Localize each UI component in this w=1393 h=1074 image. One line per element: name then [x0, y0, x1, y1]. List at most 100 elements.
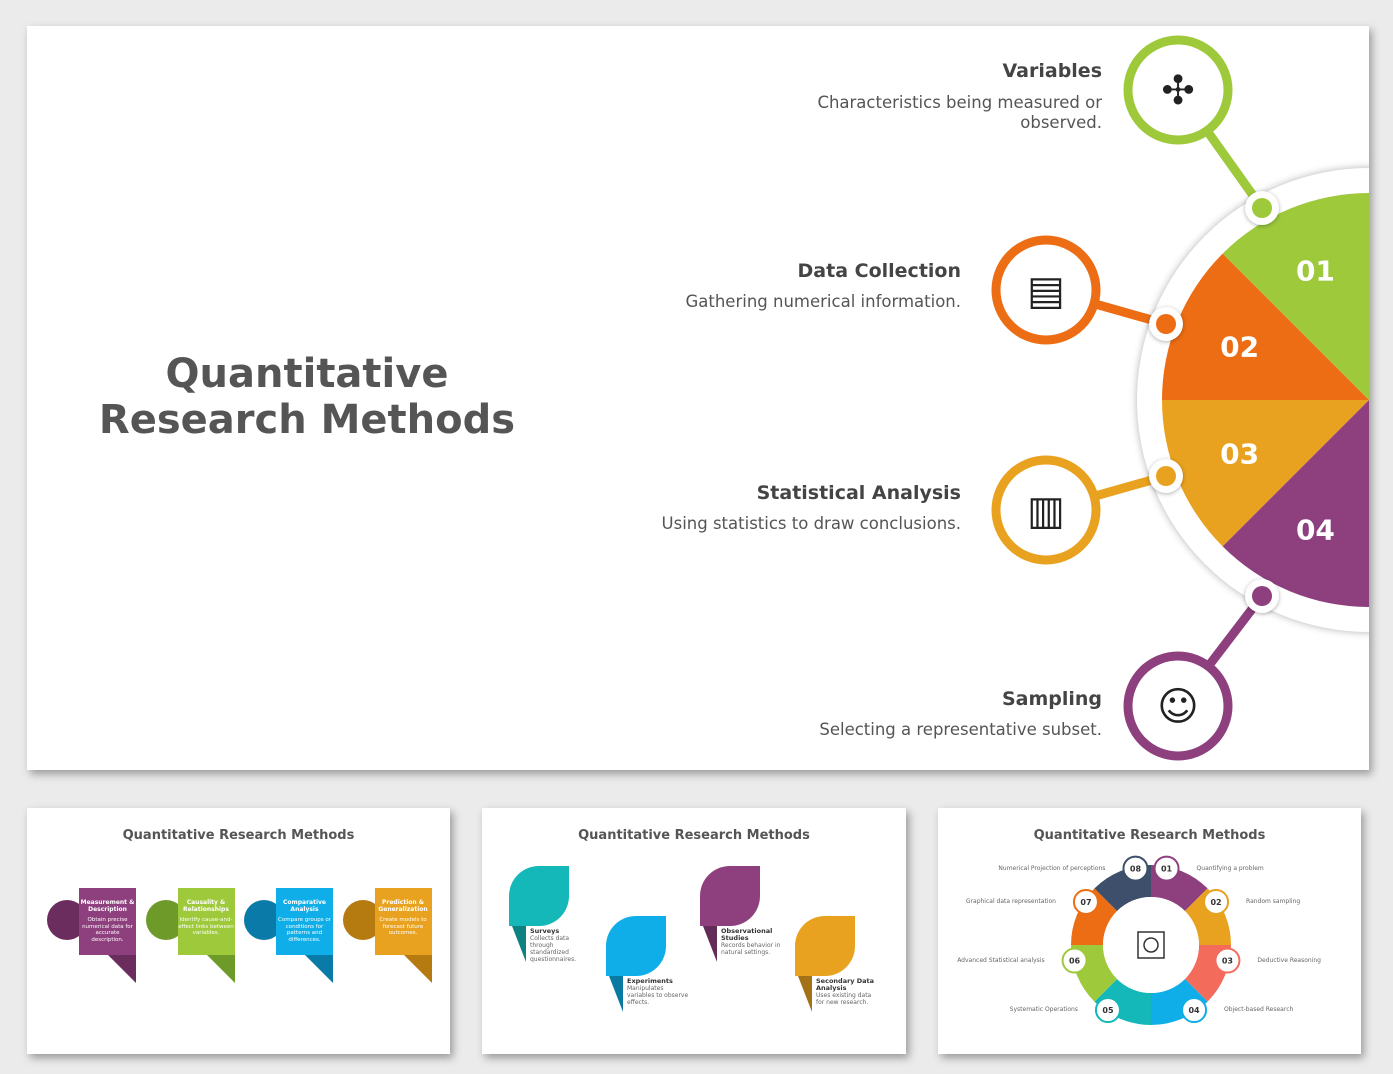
statistical-analysis-desc: Using statistics to draw conclusions. [661, 514, 961, 533]
segment-label: Object-based Research [1224, 1006, 1294, 1014]
connector-dot-center [1156, 466, 1176, 486]
ring-diagram: 01 02 03 04 05 06 07 08 [1061, 855, 1241, 1025]
thumbnail-slide-3[interactable]: Quantitative Research Methods 01 02 03 04 05… [938, 808, 1361, 1054]
magnifier-lens [1143, 937, 1159, 953]
segment-label: Systematic Operations [1009, 1006, 1078, 1014]
icon-circle [991, 235, 1101, 345]
number-badge [1122, 855, 1149, 882]
badge-number: 08 [1130, 865, 1142, 874]
badge-number: 01 [1161, 865, 1173, 874]
number-badge [1203, 888, 1230, 915]
number-badge [1072, 888, 1099, 915]
desc-line: observed. [1020, 113, 1102, 132]
title-line-2: Research Methods [98, 397, 516, 443]
connector-dot-center [1252, 198, 1272, 218]
number-badge [1061, 947, 1088, 974]
connector-dot-center [1252, 586, 1272, 606]
method-leaf [795, 916, 855, 976]
desc-line: Characteristics being measured or [817, 93, 1102, 112]
slice-number: 04 [1296, 513, 1335, 546]
badge-number: 04 [1188, 1006, 1200, 1015]
pie-slice-04 [1222, 400, 1369, 607]
segment-label: Graphical data representation [965, 897, 1056, 905]
card-title: Causality & Relationships [183, 899, 229, 913]
method-desc: Collects data through standardized quest… [530, 935, 577, 963]
icon-circle [1123, 35, 1233, 145]
badge-number: 05 [1102, 1006, 1114, 1015]
method-leaf [700, 866, 760, 926]
card-title: Comparative Analysis [282, 899, 327, 913]
variables-title: Variables [1002, 60, 1103, 82]
method-title: Observational Studies [721, 927, 773, 942]
statistical-analysis-icon: ▥ [1027, 488, 1065, 534]
leaf-tail [512, 926, 526, 962]
connector-dot-center [1156, 314, 1176, 334]
thumbnail-slide-1[interactable]: Quantitative Research Methods Measuremen… [27, 808, 450, 1054]
ring-segment [1094, 978, 1151, 1025]
card-desc: Compare groups or conditions for pattern… [278, 917, 331, 943]
title-line-1: Quantitative [165, 351, 449, 397]
thumb-title: Quantitative Research Methods [1033, 828, 1266, 843]
icon-circle [1123, 651, 1233, 761]
data-collection-title: Data Collection [797, 260, 961, 282]
card-desc: Obtain precise numerical data for accura… [82, 917, 133, 943]
card-title: Prediction & Generalization [378, 899, 428, 913]
data-collection-icon: ▤ [1027, 268, 1065, 314]
badge-number: 03 [1222, 957, 1233, 966]
number-badge [1094, 997, 1121, 1024]
sampling-title: Sampling [1001, 688, 1102, 710]
number-badge [1153, 855, 1180, 882]
segment-label: Deductive Reasoning [1257, 956, 1321, 964]
leaf-tail [798, 976, 812, 1012]
method-leaf [606, 916, 666, 976]
badge-number: 02 [1210, 898, 1221, 907]
leaf-tail [703, 926, 717, 962]
method-title: Experiments [627, 977, 673, 985]
tail [108, 955, 136, 983]
card-title: Measurement & Description [80, 899, 135, 913]
data-collection-desc: Gathering numerical information. [685, 292, 961, 311]
card-desc: Create models to forecast future outcome… [379, 917, 427, 936]
statistical-analysis-title: Statistical Analysis [756, 482, 961, 504]
segment-label: Advanced Statistical analysis [957, 956, 1045, 964]
ring-segment [1071, 888, 1118, 945]
number-badge [1214, 947, 1241, 974]
method-desc: Uses existing data for new research. [816, 992, 872, 1006]
pie-slice-02 [1162, 253, 1369, 400]
slice-number: 02 [1220, 330, 1259, 363]
segment-label: Random sampling [1246, 897, 1301, 905]
method-title: Surveys [530, 927, 560, 935]
ring-center [1103, 897, 1199, 993]
leaf-tail [609, 976, 623, 1012]
method-title: Secondary Data Analysis [816, 977, 875, 992]
method-desc: Manipulates variables to observe effects… [627, 985, 689, 1006]
tail [403, 955, 432, 983]
variables-arrows-icon: ✣ [1161, 68, 1195, 114]
ring-segment [1151, 978, 1208, 1025]
badge-number: 07 [1080, 898, 1091, 907]
analysis-magnifier-icon [1137, 931, 1165, 959]
pie-slice-03 [1162, 400, 1369, 547]
segment-label: Quantifying a problem [1196, 864, 1264, 872]
slice-number: 01 [1296, 255, 1335, 288]
thumb-title: Quantitative Research Methods [578, 828, 810, 843]
thumb-title: Quantitative Research Methods [122, 828, 355, 843]
sampling-people-icon: ☺ [1157, 684, 1199, 730]
icon-circle [991, 455, 1101, 565]
badge-number: 06 [1069, 957, 1081, 966]
sampling-desc: Selecting a representative subset. [819, 720, 1102, 739]
number-badge [1181, 997, 1208, 1024]
